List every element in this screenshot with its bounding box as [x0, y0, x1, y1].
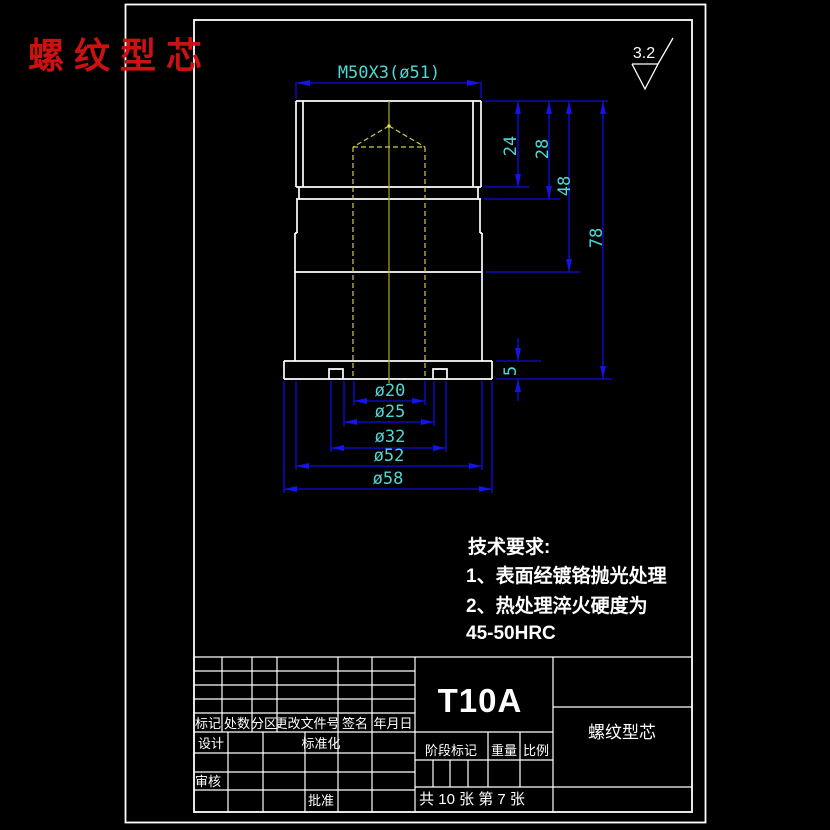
- dim-dia20-label: ø20: [375, 381, 406, 401]
- flange-notch-right: [432, 368, 448, 379]
- tech-req-title: 技术要求:: [468, 535, 550, 558]
- col-change-file: 更改文件号: [274, 716, 339, 731]
- sheet-info: 共 10 张 第 7 张: [419, 790, 525, 808]
- material-designation: T10A: [438, 682, 523, 719]
- dim-78-label: 78: [587, 228, 607, 248]
- drawing-frame: [124, 3, 707, 824]
- dim-dia25-label: ø25: [375, 402, 406, 422]
- row-approve: 批准: [308, 793, 334, 808]
- dimensions-right: 24 28 48 78 5: [484, 100, 612, 401]
- col-date: 年月日: [373, 716, 412, 731]
- part-outline: [283, 100, 493, 380]
- title-block-grid: [194, 656, 692, 812]
- tech-req-line3: 45-50HRC: [466, 623, 556, 644]
- dim-5-label: 5: [501, 366, 521, 376]
- row-standardization: 标准化: [301, 736, 340, 751]
- col-count: 处数: [224, 716, 250, 731]
- dim-24-label: 24: [501, 136, 521, 156]
- center-and-hidden-lines: [352, 101, 426, 383]
- tech-req-line1: 1、表面经镀铬抛光处理: [466, 564, 667, 587]
- dim-dia32-label: ø32: [375, 427, 406, 447]
- thread-dim-label: M50X3(ø51): [338, 63, 440, 83]
- col-signature: 签名: [342, 716, 368, 731]
- row-design: 设计: [198, 736, 224, 751]
- weight-label: 重量: [491, 743, 517, 758]
- scale-label: 比例: [523, 743, 549, 758]
- part-name: 螺纹型芯: [588, 723, 656, 742]
- cone-apex-point: [387, 124, 391, 128]
- dimensions-bottom: ø20 ø25 ø32 ø52 ø58: [283, 381, 493, 493]
- col-zone: 分区: [251, 716, 277, 731]
- stage-mark-label: 阶段标记: [425, 743, 477, 758]
- dim-48-label: 48: [555, 176, 575, 196]
- technical-requirements: 技术要求: 1、表面经镀铬抛光处理 2、热处理淬火硬度为 45-50HRC: [466, 535, 667, 644]
- tech-req-line2: 2、热处理淬火硬度为: [466, 594, 648, 617]
- surface-roughness-value: 3.2: [633, 45, 655, 62]
- title-block-text: 标记 处数 分区 更改文件号 签名 年月日 设计 标准化 审核 批准 阶段标记 …: [195, 682, 656, 808]
- dim-dia52-label: ø52: [374, 446, 405, 466]
- dim-dia58-label: ø58: [373, 469, 404, 489]
- surface-roughness-symbol: 3.2: [631, 37, 674, 91]
- flange-notch-left: [328, 368, 344, 379]
- stamp-title: 螺纹型芯: [28, 35, 212, 76]
- row-review: 审核: [195, 774, 221, 789]
- dimension-thread: M50X3(ø51): [295, 63, 482, 98]
- dim-28-label: 28: [533, 139, 553, 159]
- col-mark: 标记: [195, 716, 221, 731]
